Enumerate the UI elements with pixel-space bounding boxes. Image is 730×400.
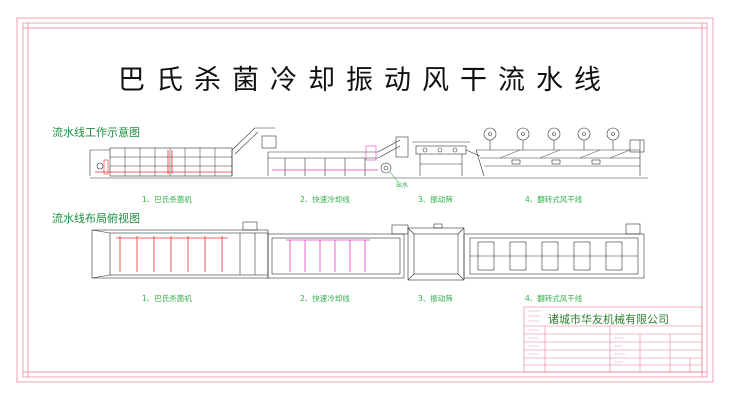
air-dry-line-side-view xyxy=(475,127,645,177)
section-work-diagram: 流水线工作示意图 xyxy=(52,126,140,139)
pasteurizer-side-view xyxy=(89,127,277,177)
caption-cooling-top: 2、快速冷却线 xyxy=(300,195,350,204)
caption-cooling-bottom: 2、快速冷却线 xyxy=(300,294,350,303)
caption-screen-top: 3、振动筛 xyxy=(418,195,453,204)
work-diagram xyxy=(89,127,648,183)
cooling-line-side-view xyxy=(267,136,409,183)
company-name: 诸城市华友机械有限公司 xyxy=(548,313,669,326)
title-block xyxy=(523,306,703,373)
caption-pasteurizer-top: 1、巴氏杀菌机 xyxy=(142,195,192,204)
caption-airdry-top: 4、翻转式风干线 xyxy=(525,195,583,204)
caption-pasteurizer-bottom: 1、巴氏杀菌机 xyxy=(142,294,192,303)
caption-screen-bottom: 3、振动筛 xyxy=(418,294,453,303)
outlet-label: 出水 xyxy=(396,182,409,189)
vibrating-screen-plan xyxy=(407,223,465,281)
pasteurizer-plan xyxy=(91,221,269,279)
section-layout-plan: 流水线布局俯视图 xyxy=(52,212,140,225)
vibrating-screen-side-view xyxy=(412,141,481,176)
fan-icon xyxy=(483,127,620,150)
air-dry-line-plan xyxy=(463,223,645,279)
layout-plan xyxy=(91,221,645,281)
cooling-line-plan xyxy=(267,224,409,279)
caption-airdry-bottom: 4、翻转式风干线 xyxy=(525,294,583,303)
drawing-title: 巴氏杀菌冷却振动风干流水线 xyxy=(118,65,612,96)
